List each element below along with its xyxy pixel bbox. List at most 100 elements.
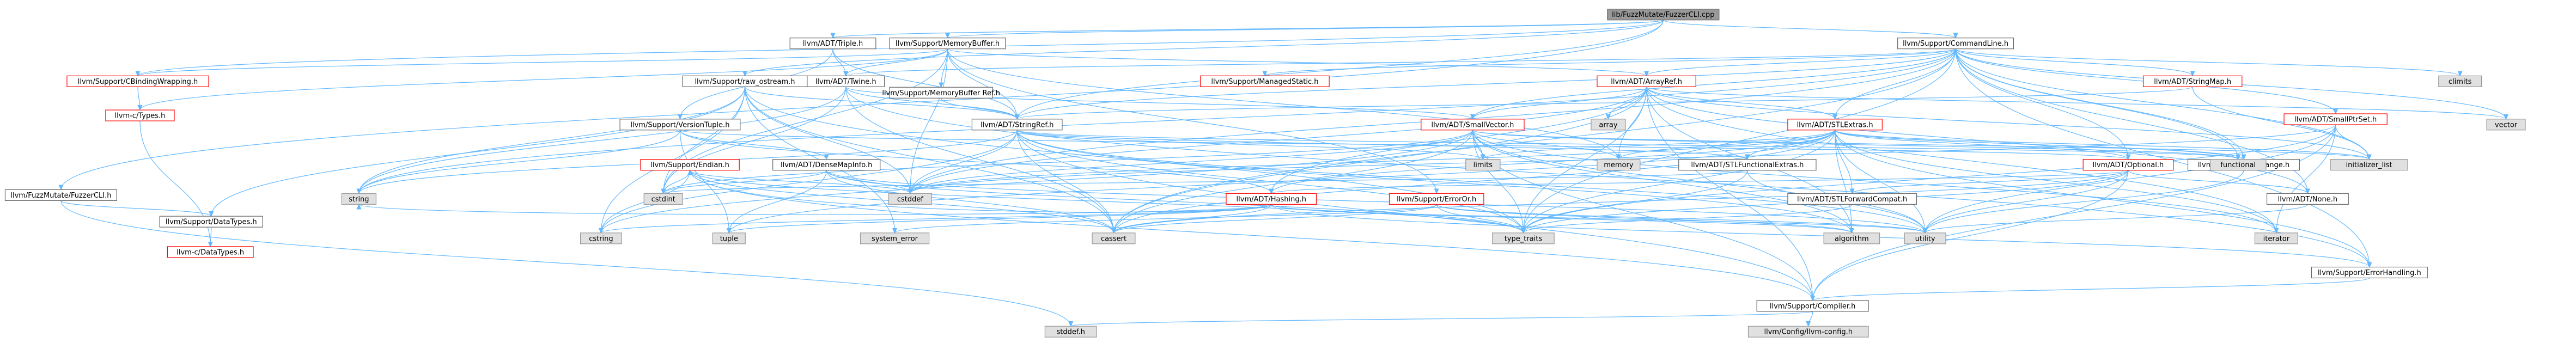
node-densemapinfo[interactable]: llvm/ADT/DenseMapInfo.h [772,159,881,171]
node-fuzzercli-h[interactable]: llvm/FuzzMutate/FuzzerCLI.h [4,189,117,201]
node-memorybuffer[interactable]: llvm/Support/MemoryBuffer.h [889,38,1006,50]
edge-path [1835,130,2128,160]
dependency-edge [1265,48,1956,76]
node-stlfunctional[interactable]: llvm/ADT/STLFunctionalExtras.h [1678,159,1817,171]
dependency-edge [1813,170,2129,301]
dependency-edge [1271,204,2370,267]
node-optional[interactable]: llvm/ADT/Optional.h [2082,159,2174,171]
node-arrayref[interactable]: llvm/ADT/ArrayRef.h [1597,75,1696,87]
edge-path [1813,125,2336,301]
dependency-edge [833,20,1664,38]
node-compiler[interactable]: llvm/Support/Compiler.h [1756,300,1869,312]
node-versiontuple[interactable]: llvm/Support/VersionTuple.h [619,119,741,131]
edge-path [139,121,210,247]
node-smallvector[interactable]: llvm/ADT/SmallVector.h [1421,119,1525,131]
edge-path [138,48,948,76]
dependency-edge [729,130,1836,233]
dependency-edge [138,48,948,76]
node-smallptrset[interactable]: llvm/ADT/SmallPtrSet.h [2283,113,2388,125]
node-hashing[interactable]: llvm/ADT/Hashing.h [1226,193,1317,205]
edge-path [1835,130,2276,233]
edge-path [1472,130,1925,233]
dependency-edge [359,130,681,194]
node-managedstatic[interactable]: llvm/Support/ManagedStatic.h [1200,75,1330,87]
dependency-edge [1472,130,1618,160]
node-box [2254,232,2298,244]
node-datatypes[interactable]: llvm/Support/DataTypes.h [159,216,263,228]
dependency-edge [910,130,1836,194]
edge-path [138,87,140,110]
dependency-edge [826,170,1113,233]
dependency-edge [1472,48,1956,119]
node-label: initializer_list [2346,161,2392,169]
node-stlforward[interactable]: llvm/ADT/STLForwardCompat.h [1787,193,1917,205]
node-label: llvm/Support/DataTypes.h [166,218,257,226]
dependency-edge [138,87,140,110]
node-memorybufferref[interactable]: llvm/Support/MemoryBuffer Ref.h [882,87,1000,99]
node-triple[interactable]: llvm/ADT/Triple.h [789,38,876,50]
edge-path [1955,48,2370,267]
node-none[interactable]: llvm/ADT/None.h [2266,193,2349,205]
node-tuple: tuple [712,232,746,244]
dependency-edge [679,130,729,233]
node-cbinding[interactable]: llvm/Support/CBindingWrapping.h [66,75,209,87]
node-algorithm: algorithm [1823,232,1880,244]
dependency-edge [359,204,1272,215]
node-commandline[interactable]: llvm/Support/CommandLine.h [1897,38,2014,50]
node-box [1389,193,1484,205]
node-label: llvm/Support/Compiler.h [1770,302,1855,310]
edge-path [1646,86,2506,119]
dependency-edge [1271,130,1836,194]
dependency-edge [1646,86,2506,119]
node-box [2209,159,2267,171]
node-root[interactable]: lib/FuzzMutate/FuzzerCLI.cpp [1607,9,1720,21]
dependency-edge [947,20,1664,38]
node-iterator: iterator [2254,232,2298,244]
dependency-edge [1472,130,2276,233]
node-twine[interactable]: llvm/ADT/Twine.h [807,75,885,87]
node-errorhandling[interactable]: llvm/Support/ErrorHandling.h [2311,266,2428,279]
edge-path [1271,87,1647,193]
dependency-edge [2276,125,2336,233]
edge-path [895,204,1437,232]
node-erroror[interactable]: llvm/Support/ErrorOr.h [1389,193,1484,205]
dependency-edge [1472,130,1852,233]
node-functional: functional [2209,159,2267,171]
node-label: llvm/Support/CBindingWrapping.h [78,78,198,86]
node-stlextras[interactable]: llvm/ADT/STLExtras.h [1787,119,1883,131]
node-cdatatypes[interactable]: llvm-c/DataTypes.h [167,246,254,258]
node-rawostream[interactable]: llvm/Support/raw_ostream.h [682,75,808,87]
dependency-edge [1646,87,2276,232]
edge-path [1835,130,2369,160]
node-stringref[interactable]: llvm/ADT/StringRef.h [971,119,1063,131]
edge-path [1835,48,1956,119]
dependency-edge [1017,86,2193,119]
edge-path [1835,130,1926,233]
edge-path [1472,87,1647,119]
edge-path [1646,87,1813,300]
edge-path [1955,48,2307,194]
edge-path [1955,48,2238,160]
edge-path [729,130,1836,233]
edge-path [211,87,746,216]
dependency-edge [663,130,1473,194]
edge-path [2128,170,2307,194]
node-ctypes[interactable]: llvm-c/Types.h [105,109,175,121]
node-box [1756,300,1869,312]
dependency-edge [1813,125,2336,301]
node-box [1092,232,1136,244]
edge-path [601,204,1272,232]
dependency-edge [895,204,1437,232]
node-label: llvm/ADT/StringRef.h [981,121,1053,129]
dependency-edge [826,170,1925,233]
node-box [1823,232,1880,244]
dependency-edge [1472,130,1523,233]
node-box [1597,159,1641,171]
node-label: llvm/FuzzMutate/FuzzerCLI.h [10,192,111,200]
edge-path [663,87,847,193]
edge-path [941,98,1018,119]
node-endian[interactable]: llvm/Support/Endian.h [640,159,740,171]
node-stringmap[interactable]: llvm/ADT/StringMap.h [2142,75,2243,87]
node-label: cstring [589,235,613,243]
edge-path [1955,48,2460,76]
